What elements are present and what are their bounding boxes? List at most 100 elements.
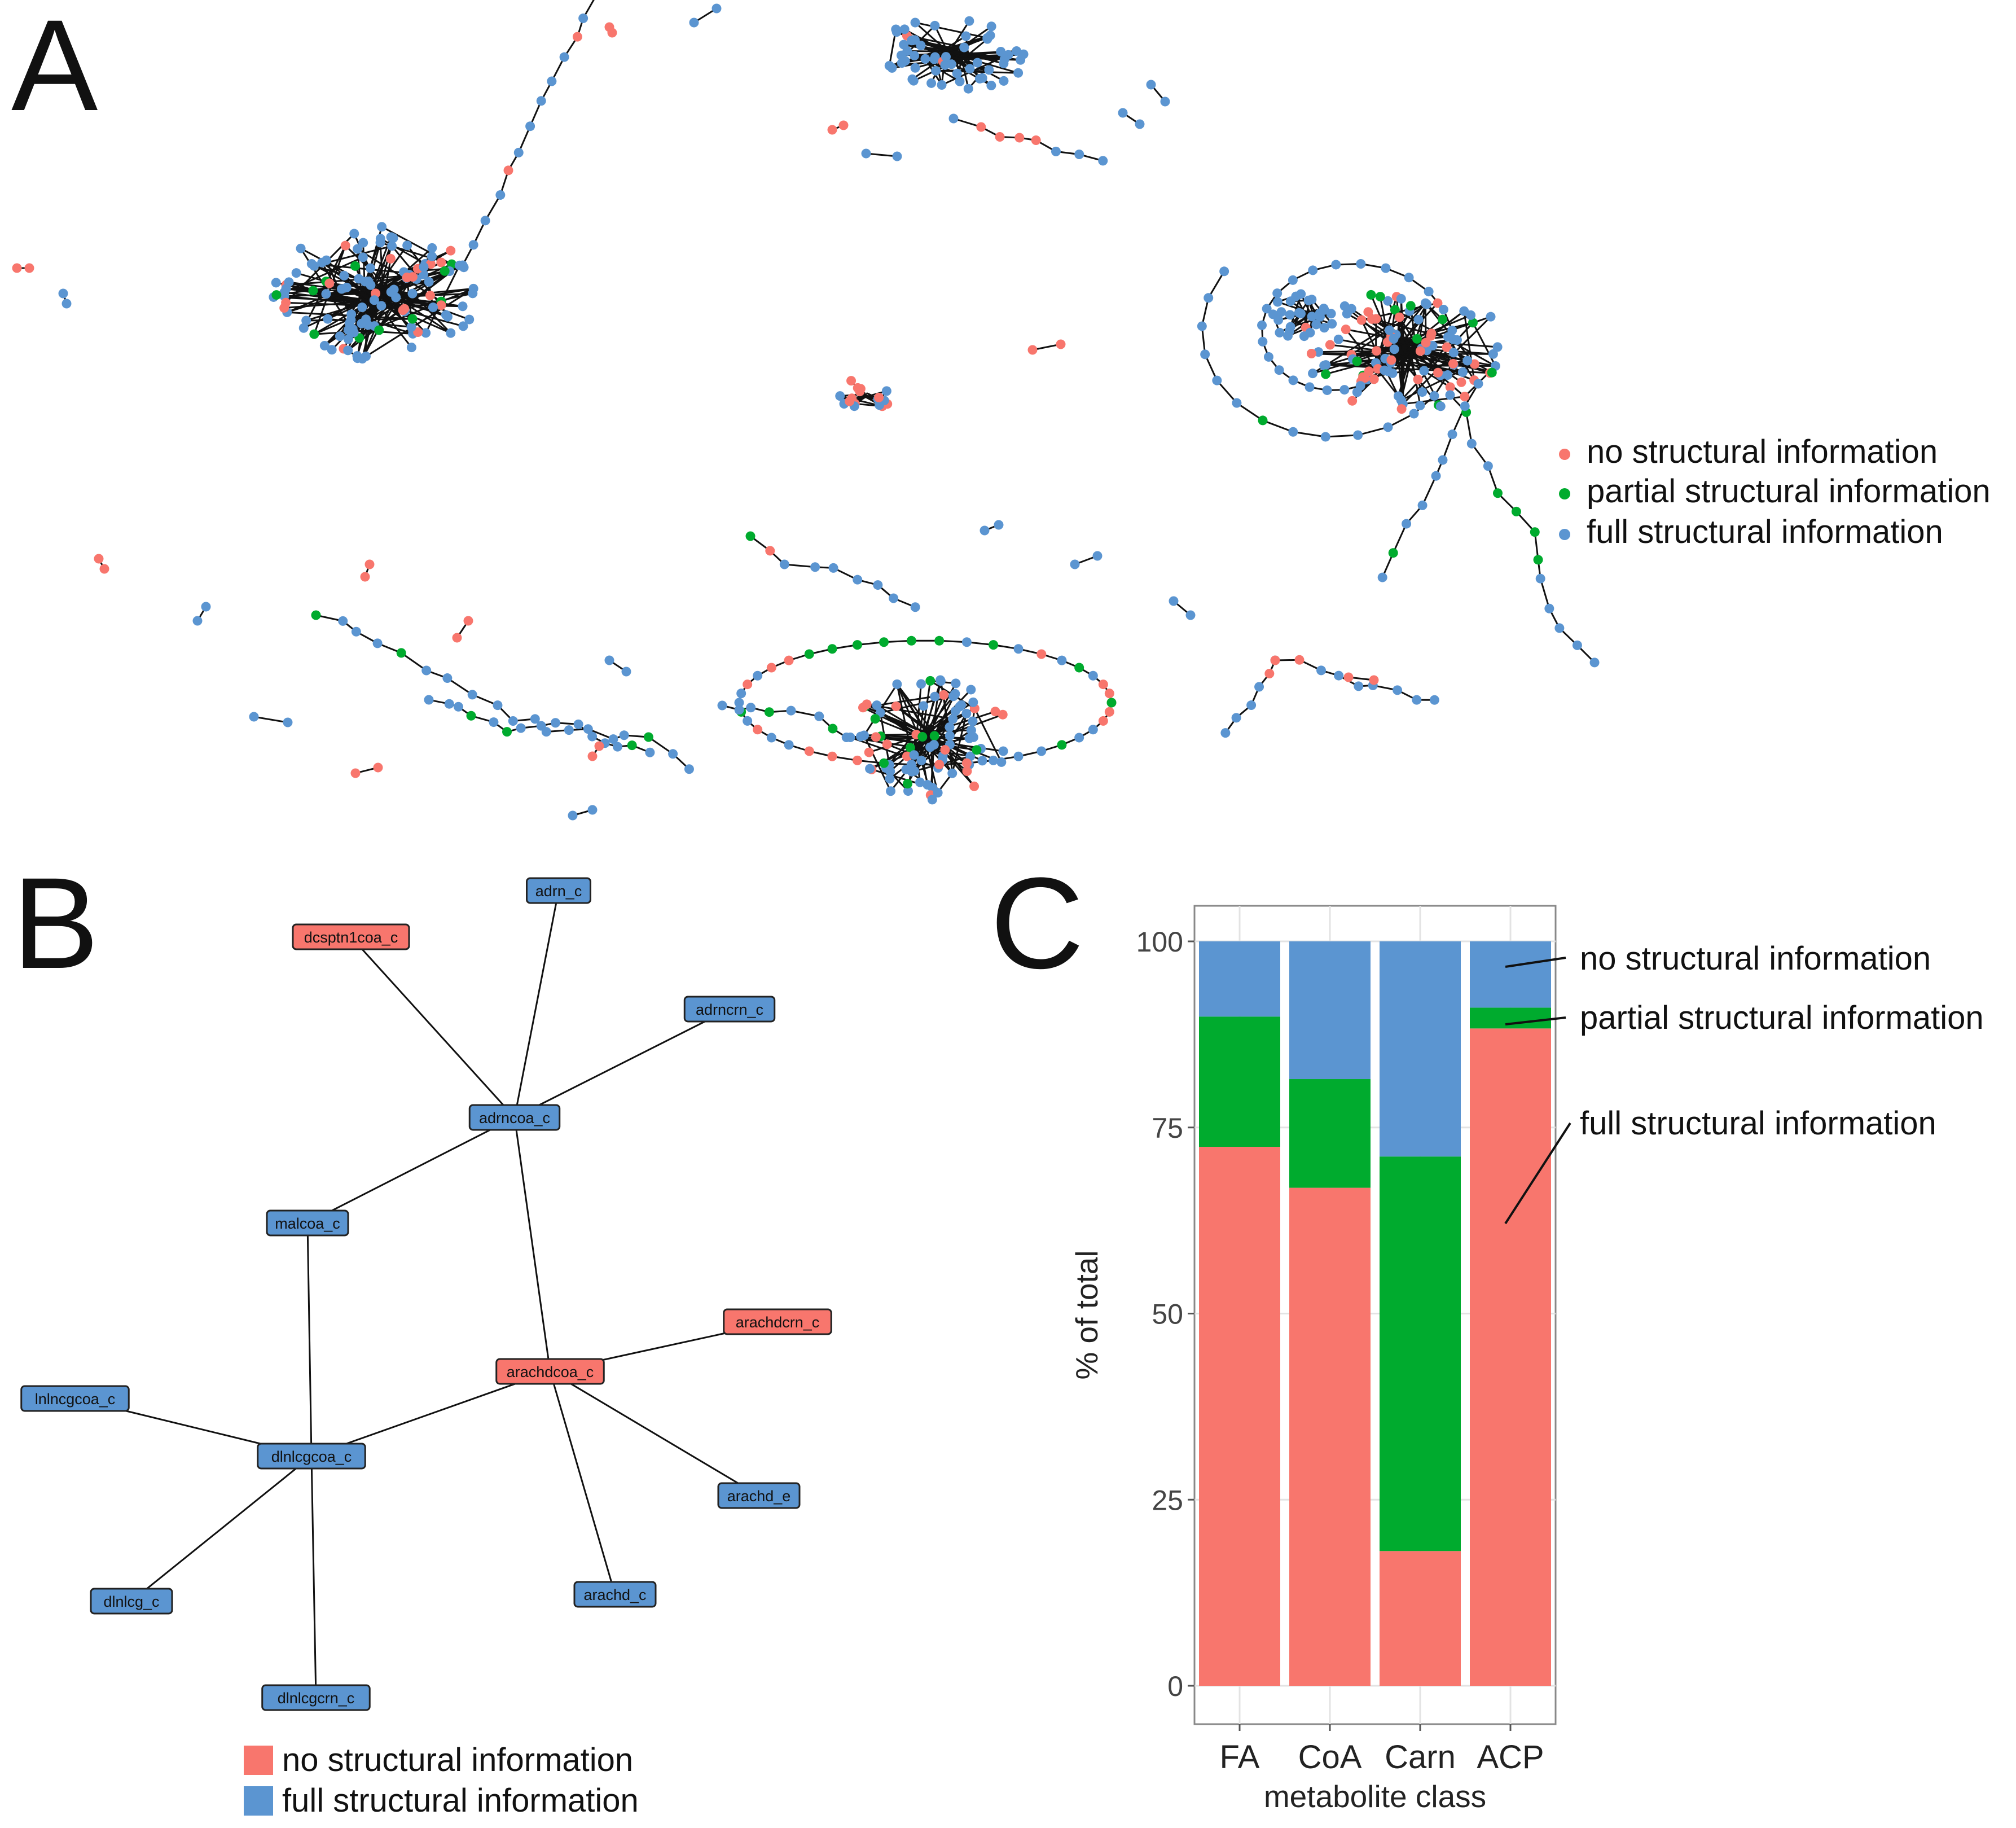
overview-node <box>421 328 431 338</box>
overview-node <box>838 120 849 130</box>
node-dlnlcg-c: dlnlcg_c <box>90 1588 173 1615</box>
overview-node <box>306 258 317 269</box>
network-edge <box>513 1117 551 1372</box>
x-tick-label: FA <box>1220 1739 1260 1776</box>
overview-node <box>1299 331 1309 341</box>
overview-edge <box>921 681 932 740</box>
overview-node <box>1272 297 1282 307</box>
overview-node <box>1074 663 1084 673</box>
overview-node <box>350 768 361 778</box>
overview-node <box>346 315 356 325</box>
overview-node <box>1232 398 1242 408</box>
overview-edge <box>401 652 427 672</box>
overview-node <box>1321 369 1331 379</box>
overview-node <box>996 46 1006 56</box>
overview-node <box>977 73 987 83</box>
overview-node <box>1364 366 1374 376</box>
overview-node <box>879 758 889 768</box>
overview-node <box>996 757 1007 767</box>
overview-node <box>961 637 972 647</box>
overview-node <box>440 266 450 276</box>
overview-node <box>502 727 512 737</box>
overview-node <box>1431 471 1441 481</box>
overview-node <box>1433 298 1443 308</box>
overview-node <box>968 716 978 726</box>
overview-node <box>892 679 902 689</box>
overview-node <box>608 734 618 744</box>
overview-node <box>1270 655 1280 665</box>
panel-a-legend: no structural information partial struct… <box>1559 433 1991 550</box>
overview-node <box>1466 439 1477 449</box>
overview-node <box>388 233 398 243</box>
overview-node <box>980 525 990 536</box>
overview-node <box>1445 382 1455 392</box>
overview-node <box>1396 404 1407 414</box>
overview-node <box>1426 328 1437 339</box>
node-arachd-e: arachd_e <box>717 1482 801 1509</box>
overview-node <box>1460 401 1470 411</box>
overview-node <box>926 78 937 88</box>
overview-node <box>736 689 746 699</box>
overview-node <box>578 13 588 23</box>
overview-node <box>1421 337 1431 348</box>
overview-node <box>1412 695 1422 705</box>
overview-node <box>1435 401 1446 411</box>
y-tick-label: 50 <box>1152 1299 1183 1330</box>
overview-node <box>1492 488 1503 498</box>
overview-node <box>1258 415 1268 426</box>
overview-node <box>668 749 678 759</box>
overview-node <box>427 243 437 253</box>
overview-node <box>1438 455 1448 465</box>
overview-node <box>1331 260 1341 270</box>
overview-node <box>1417 500 1428 510</box>
overview-node <box>458 260 468 270</box>
overview-node <box>910 602 920 612</box>
node-adrncoa-c: adrncoa_c <box>468 1104 561 1131</box>
overview-node <box>827 751 837 761</box>
overview-node <box>1366 290 1376 300</box>
overview-node <box>376 301 386 311</box>
overview-node <box>948 714 958 724</box>
overview-node <box>547 76 557 86</box>
overview-node <box>358 238 368 248</box>
overview-node <box>427 251 437 261</box>
overview-node <box>950 689 960 699</box>
node-box <box>292 923 410 950</box>
overview-node <box>296 243 306 253</box>
overview-node <box>1445 390 1455 400</box>
node-box <box>573 1581 657 1608</box>
overview-node <box>861 148 871 159</box>
overview-node <box>308 286 318 296</box>
network-edge <box>307 1116 515 1224</box>
overview-node <box>986 80 996 90</box>
overview-node <box>406 343 416 353</box>
overview-node <box>910 50 920 60</box>
legend-b-label-full: full structural information <box>282 1782 639 1819</box>
annotation-label-none: no structural information <box>1580 940 1931 977</box>
bar-fa-full <box>1199 941 1280 1017</box>
overview-node <box>1057 740 1067 750</box>
overview-edge <box>1392 357 1463 373</box>
node-box <box>723 1308 832 1335</box>
overview-node <box>1200 349 1210 360</box>
legend-a-label-partial: partial structural information <box>1587 473 1991 510</box>
overview-node <box>966 725 976 735</box>
overview-node <box>463 616 473 626</box>
overview-edge <box>287 288 342 313</box>
overview-node <box>1356 315 1367 325</box>
overview-node <box>1285 310 1295 320</box>
overview-node <box>765 546 775 556</box>
overview-node <box>1589 657 1600 668</box>
overview-node <box>910 17 920 28</box>
overview-node <box>530 714 540 724</box>
overview-node <box>1442 342 1452 352</box>
overview-edge <box>357 248 362 291</box>
overview-node <box>436 300 446 310</box>
overview-node <box>374 325 384 335</box>
overview-node <box>1262 304 1272 314</box>
node-dcsptn1coa-c: dcsptn1coa_c <box>292 923 410 950</box>
overview-node <box>934 635 945 646</box>
overview-node <box>341 282 352 292</box>
overview-node <box>271 290 282 300</box>
